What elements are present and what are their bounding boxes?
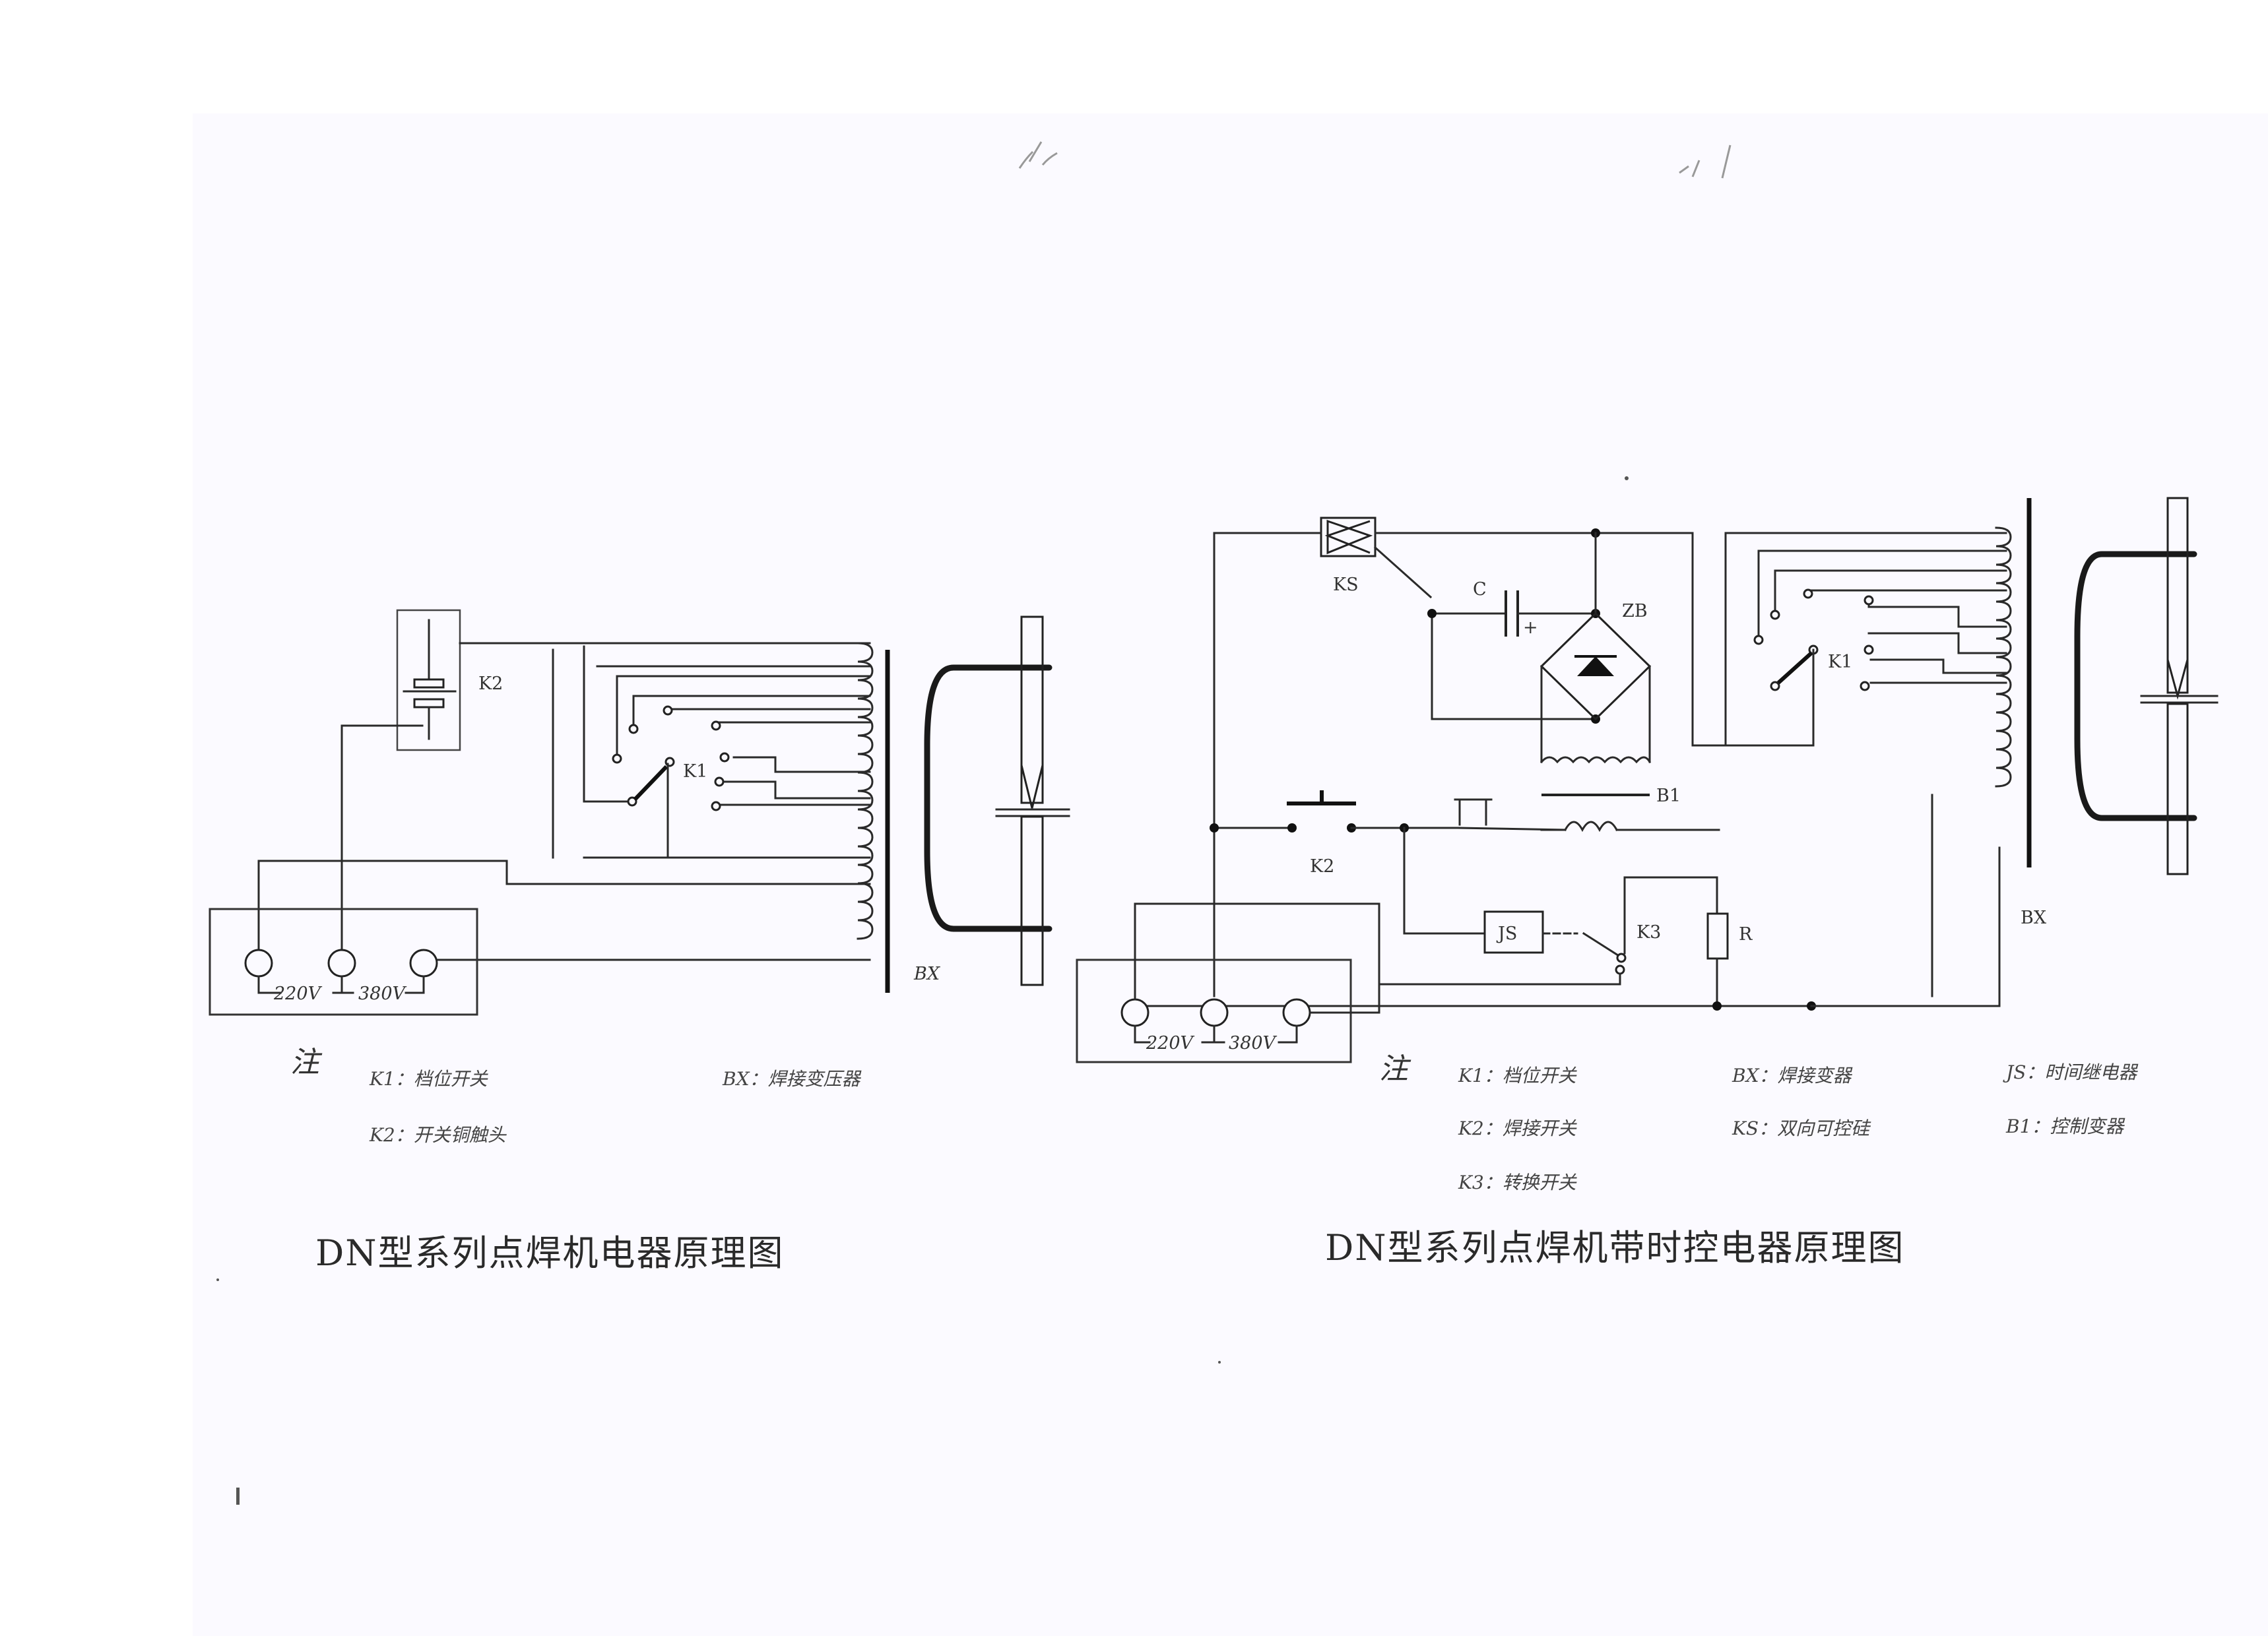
right-note-k3: K3：转换开关 [1458, 1172, 1578, 1193]
c-plus-label: + [1523, 617, 1538, 638]
right-k1-tap-switch [1691, 532, 2007, 747]
right-diagram-title: DN型系列点焊机带时控电器原理图 [1325, 1227, 1905, 1269]
right-note-ks: KS：双向可控硅 [1732, 1117, 1871, 1139]
right-v380-label: 380V [1229, 1033, 1278, 1054]
capacitor-c [1431, 590, 1597, 720]
right-note-k1: K1：档位开关 [1458, 1065, 1578, 1086]
right-top-rail [1213, 532, 1322, 997]
ks-label: KS [1333, 575, 1359, 595]
left-terminal-block [209, 908, 478, 1016]
right-k2-label: K2 [1310, 856, 1334, 877]
right-v220-label: 220V [1146, 1033, 1195, 1054]
k2-contact [403, 619, 457, 740]
js-timer-relay [1483, 910, 1544, 954]
left-v220-label: 220V [273, 984, 323, 1004]
right-electrodes [2140, 497, 2219, 875]
right-note-k2: K2：焊接开关 [1458, 1117, 1578, 1139]
left-bx-label: BX [913, 964, 941, 984]
left-k1-label: K1 [683, 761, 707, 782]
left-bx-secondary-loop [924, 664, 1053, 932]
right-bx-secondary-loop [2074, 551, 2197, 821]
left-notes-marker: 注 [290, 1046, 323, 1079]
left-terminal-2 [327, 949, 356, 978]
left-k1-tap-switch [612, 675, 871, 859]
timer-section [1134, 827, 1813, 1007]
left-bx-primary-coil [857, 642, 874, 940]
js-label: JS [1496, 924, 1517, 944]
left-diagram-title: DN型系列点焊机电器原理图 [315, 1232, 785, 1274]
zb-label: ZB [1622, 601, 1648, 621]
left-note-k1: K1：档位开关 [369, 1068, 489, 1090]
r-resistor [1706, 912, 1729, 960]
right-bx-label: BX [2021, 908, 2047, 928]
scan-paper-area [193, 113, 2268, 1636]
left-note-k2: K2：开关铜触头 [369, 1124, 507, 1146]
r-label: R [1739, 924, 1753, 945]
right-note-bx: BX：焊接变器 [1732, 1065, 1854, 1086]
right-k1-label: K1 [1828, 652, 1852, 672]
right-terminal-3 [1282, 998, 1311, 1027]
handwriting-marks [1018, 141, 1732, 179]
k2-label: K2 [478, 674, 503, 694]
left-wires [257, 642, 871, 961]
right-terminal-block [1076, 959, 1352, 1063]
zb-bridge-rectifier [1539, 532, 1652, 764]
right-notes-marker: 注 [1379, 1052, 1411, 1086]
right-note-b1: B1：控制变器 [2005, 1116, 2125, 1137]
right-terminal-2 [1200, 998, 1229, 1027]
left-note-bx: BX：焊接变压器 [722, 1068, 862, 1090]
c-label: C [1473, 579, 1487, 600]
right-terminal-1 [1120, 998, 1150, 1027]
k3-label: K3 [1636, 922, 1661, 943]
k2-switch-box [396, 609, 461, 751]
left-terminal-1 [244, 949, 273, 978]
b1-control-transformer [1540, 794, 1720, 833]
scan-specks [216, 476, 1629, 1505]
left-v380-label: 380V [358, 984, 407, 1004]
ks-triac [1320, 517, 1433, 599]
left-terminal-3 [409, 949, 438, 978]
right-note-js: JS：时间继电器 [2003, 1061, 2139, 1083]
left-schematic: K2 [209, 609, 1070, 1274]
left-electrodes [995, 615, 1070, 986]
right-bx-primary-coil [1995, 526, 2012, 788]
right-k2-pushbutton [1210, 790, 1567, 833]
b1-label: B1 [1656, 786, 1681, 806]
right-schematic: KS C + [1076, 497, 2219, 1269]
